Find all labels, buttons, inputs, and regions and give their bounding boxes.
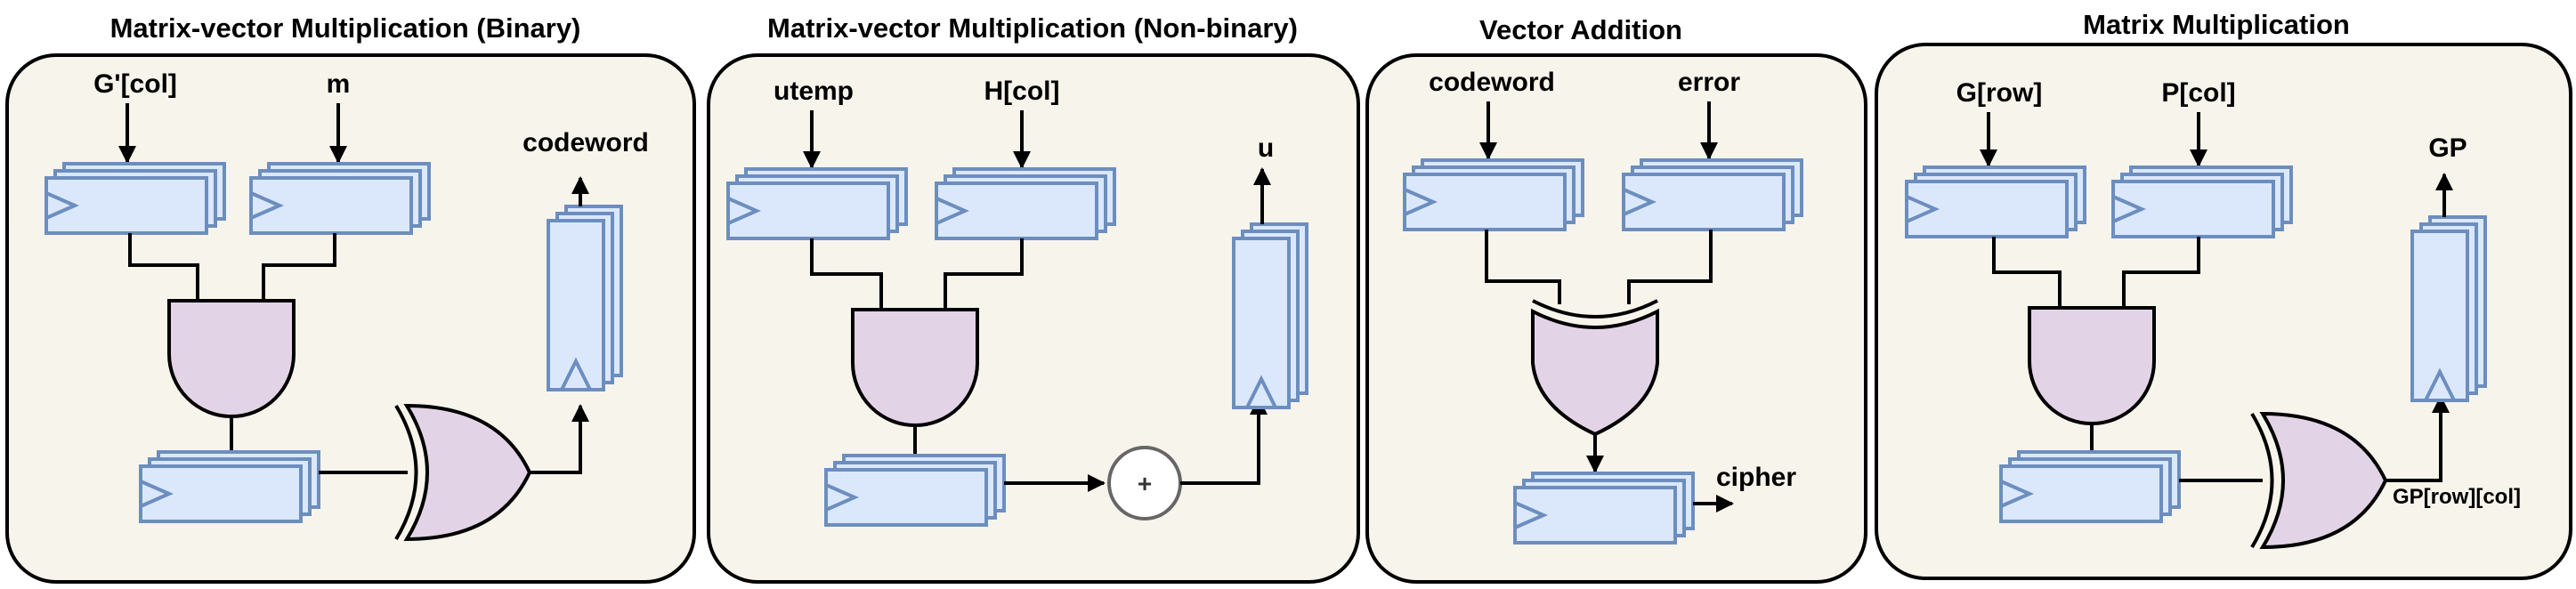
matmul-input-pcol: P[col] (2161, 78, 2235, 108)
matmul-and-gate (2028, 306, 2156, 425)
binary-register-gcol (45, 162, 226, 235)
matmul-xor-output-label: GP[row][col] (2393, 485, 2521, 509)
nonbinary-adder-symbol: + (1138, 470, 1152, 497)
matmul-input-grow: G[row] (1956, 78, 2043, 108)
nonbinary-register-hcol (935, 167, 1116, 240)
panel-nonbinary: Matrix-vector Multiplication (Non-binary… (707, 12, 1360, 584)
binary-input-gcol: G'[col] (93, 69, 177, 99)
panel-binary: Matrix-vector Multiplication (Binary) G'… (5, 12, 696, 584)
panel-vector-addition: Vector Addition codeword error cipher (1365, 14, 1867, 584)
vecadd-input-error: error (1678, 68, 1740, 97)
vecadd-register-cipher (1513, 472, 1695, 545)
binary-register-codeword (547, 205, 623, 391)
nonbinary-input-hcol: H[col] (984, 77, 1060, 106)
binary-output-codeword: codeword (522, 128, 649, 157)
nonbinary-output-u: u (1258, 133, 1274, 163)
vecadd-output-cipher: cipher (1716, 463, 1796, 492)
panel-nonbinary-title: Matrix-vector Multiplication (Non-binary… (767, 12, 1298, 44)
nonbinary-register-utemp (726, 167, 908, 240)
vecadd-register-codeword (1403, 158, 1584, 231)
vecadd-register-error (1622, 158, 1803, 231)
matmul-register-grow (1905, 165, 2086, 238)
panel-binary-title: Matrix-vector Multiplication (Binary) (110, 12, 581, 44)
nonbinary-register-u (1232, 222, 1308, 409)
binary-register-product (139, 450, 320, 523)
matmul-register-product (1999, 450, 2181, 523)
binary-input-m: m (327, 69, 351, 99)
nonbinary-and-gate (851, 308, 979, 427)
binary-and-gate (167, 299, 296, 418)
nonbinary-input-utemp: utemp (774, 77, 854, 106)
matmul-output-gp: GP (2428, 133, 2467, 163)
panel-matrix-multiplication: Matrix Multiplication G[row] P[col] GP[r… (1875, 9, 2572, 580)
matmul-register-gp (2410, 215, 2487, 402)
vecadd-input-codeword: codeword (1429, 68, 1555, 97)
binary-register-m (249, 162, 431, 235)
panel-vecadd-title: Vector Addition (1479, 14, 1682, 45)
nonbinary-register-product (824, 454, 1006, 527)
matmul-register-pcol (2111, 165, 2293, 238)
panel-matmul-title: Matrix Multiplication (2083, 9, 2350, 40)
